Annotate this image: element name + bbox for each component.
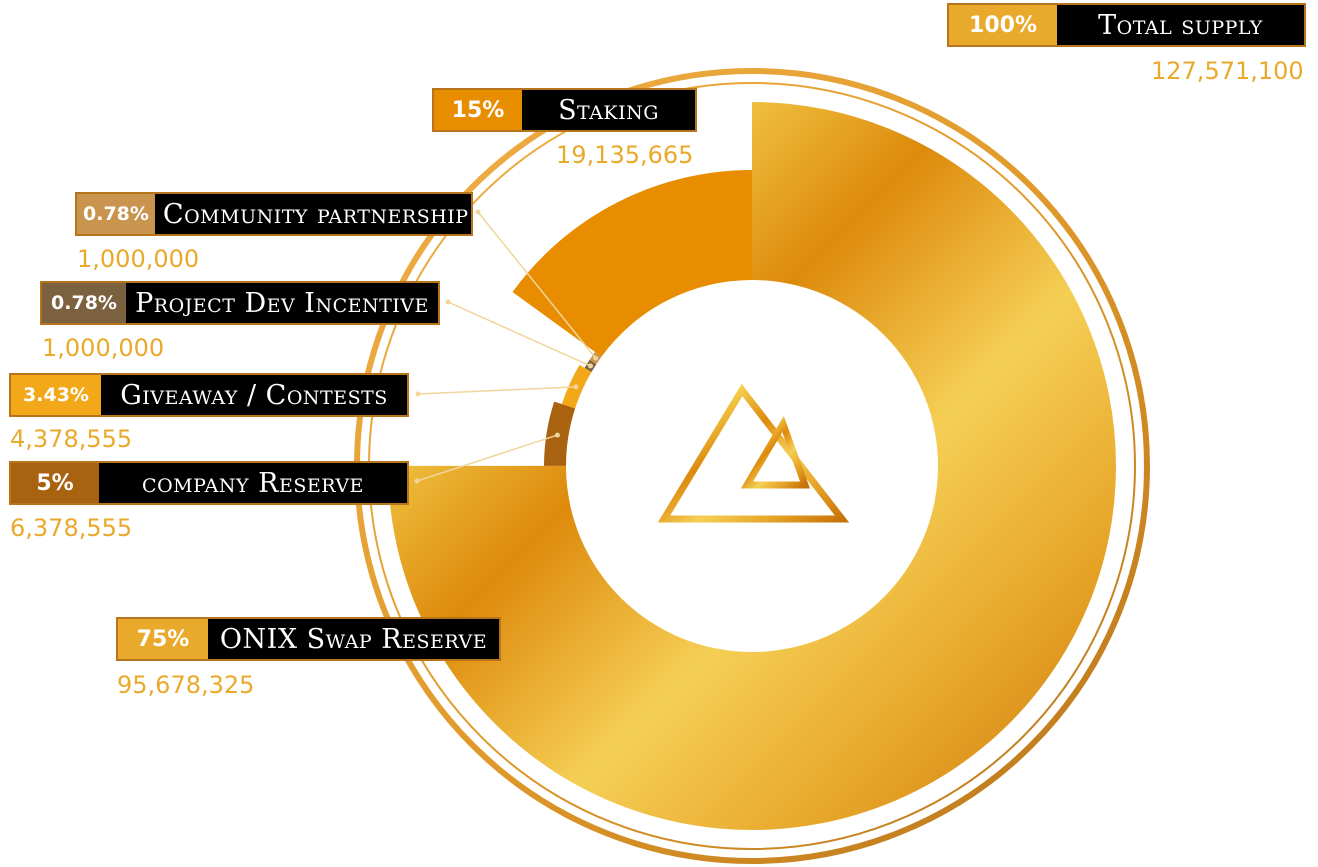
community-partnership-amount: 1,000,000 xyxy=(77,245,200,273)
project-dev-incentive-amount: 1,000,000 xyxy=(42,334,165,362)
onix-swap-reserve-percent: 75% xyxy=(118,619,208,659)
leader-line-community xyxy=(477,211,597,359)
onix-swap-reserve-amount: 95,678,325 xyxy=(117,671,255,699)
project-dev-incentive-title: Project Dev Incentive xyxy=(135,287,429,319)
total-supply-amount: 127,571,100 xyxy=(1151,57,1304,85)
leader-dot-projdev-start xyxy=(587,363,593,369)
leader-line-reserve xyxy=(416,434,558,482)
slice-reserve xyxy=(544,401,576,466)
total-supply-percent: 100% xyxy=(949,5,1057,45)
giveaway-contests-title: Giveaway / Contests xyxy=(120,379,388,411)
company-reserve-label: 5% company Reserve xyxy=(9,461,409,505)
leader-dot-community-end xyxy=(475,209,481,215)
project-dev-incentive-percent: 0.78% xyxy=(42,283,126,323)
onix-swap-reserve-title: ONIX Swap Reserve xyxy=(219,623,488,655)
staking-label: 15% Staking xyxy=(432,88,697,132)
giveaway-contests-amount: 4,378,555 xyxy=(10,425,133,453)
leader-dot-giveaway-end xyxy=(415,391,421,397)
company-reserve-title: company Reserve xyxy=(142,467,364,499)
community-partnership-percent: 0.78% xyxy=(77,194,155,234)
leader-dot-giveaway-start xyxy=(573,384,579,390)
leader-dot-reserve-end xyxy=(414,478,420,484)
staking-amount: 19,135,665 xyxy=(556,141,694,169)
leader-dot-reserve-start xyxy=(554,432,560,438)
total-supply-label: 100% Total supply xyxy=(947,3,1306,47)
slice-staking xyxy=(512,170,752,357)
leader-line-giveaway xyxy=(417,386,576,395)
staking-percent: 15% xyxy=(434,90,522,130)
total-supply-title: Total supply xyxy=(1098,9,1263,41)
community-partnership-label: 0.78% Community partnership xyxy=(75,192,473,236)
leader-dot-projdev-end xyxy=(445,299,451,305)
project-dev-incentive-label: 0.78% Project Dev Incentive xyxy=(40,281,440,325)
slice-swap xyxy=(388,102,1117,830)
leader-line-projdev xyxy=(447,301,591,367)
leader-dot-community-start xyxy=(593,355,599,361)
giveaway-contests-label: 3.43% Giveaway / Contests xyxy=(9,373,409,417)
community-partnership-title: Community partnership xyxy=(162,198,469,230)
logo-icon xyxy=(657,383,850,523)
company-reserve-percent: 5% xyxy=(11,463,99,503)
company-reserve-amount: 6,378,555 xyxy=(10,514,133,542)
onix-swap-reserve-label: 75% ONIX Swap Reserve xyxy=(116,617,501,661)
giveaway-contests-percent: 3.43% xyxy=(11,375,101,415)
staking-title: Staking xyxy=(558,94,659,126)
